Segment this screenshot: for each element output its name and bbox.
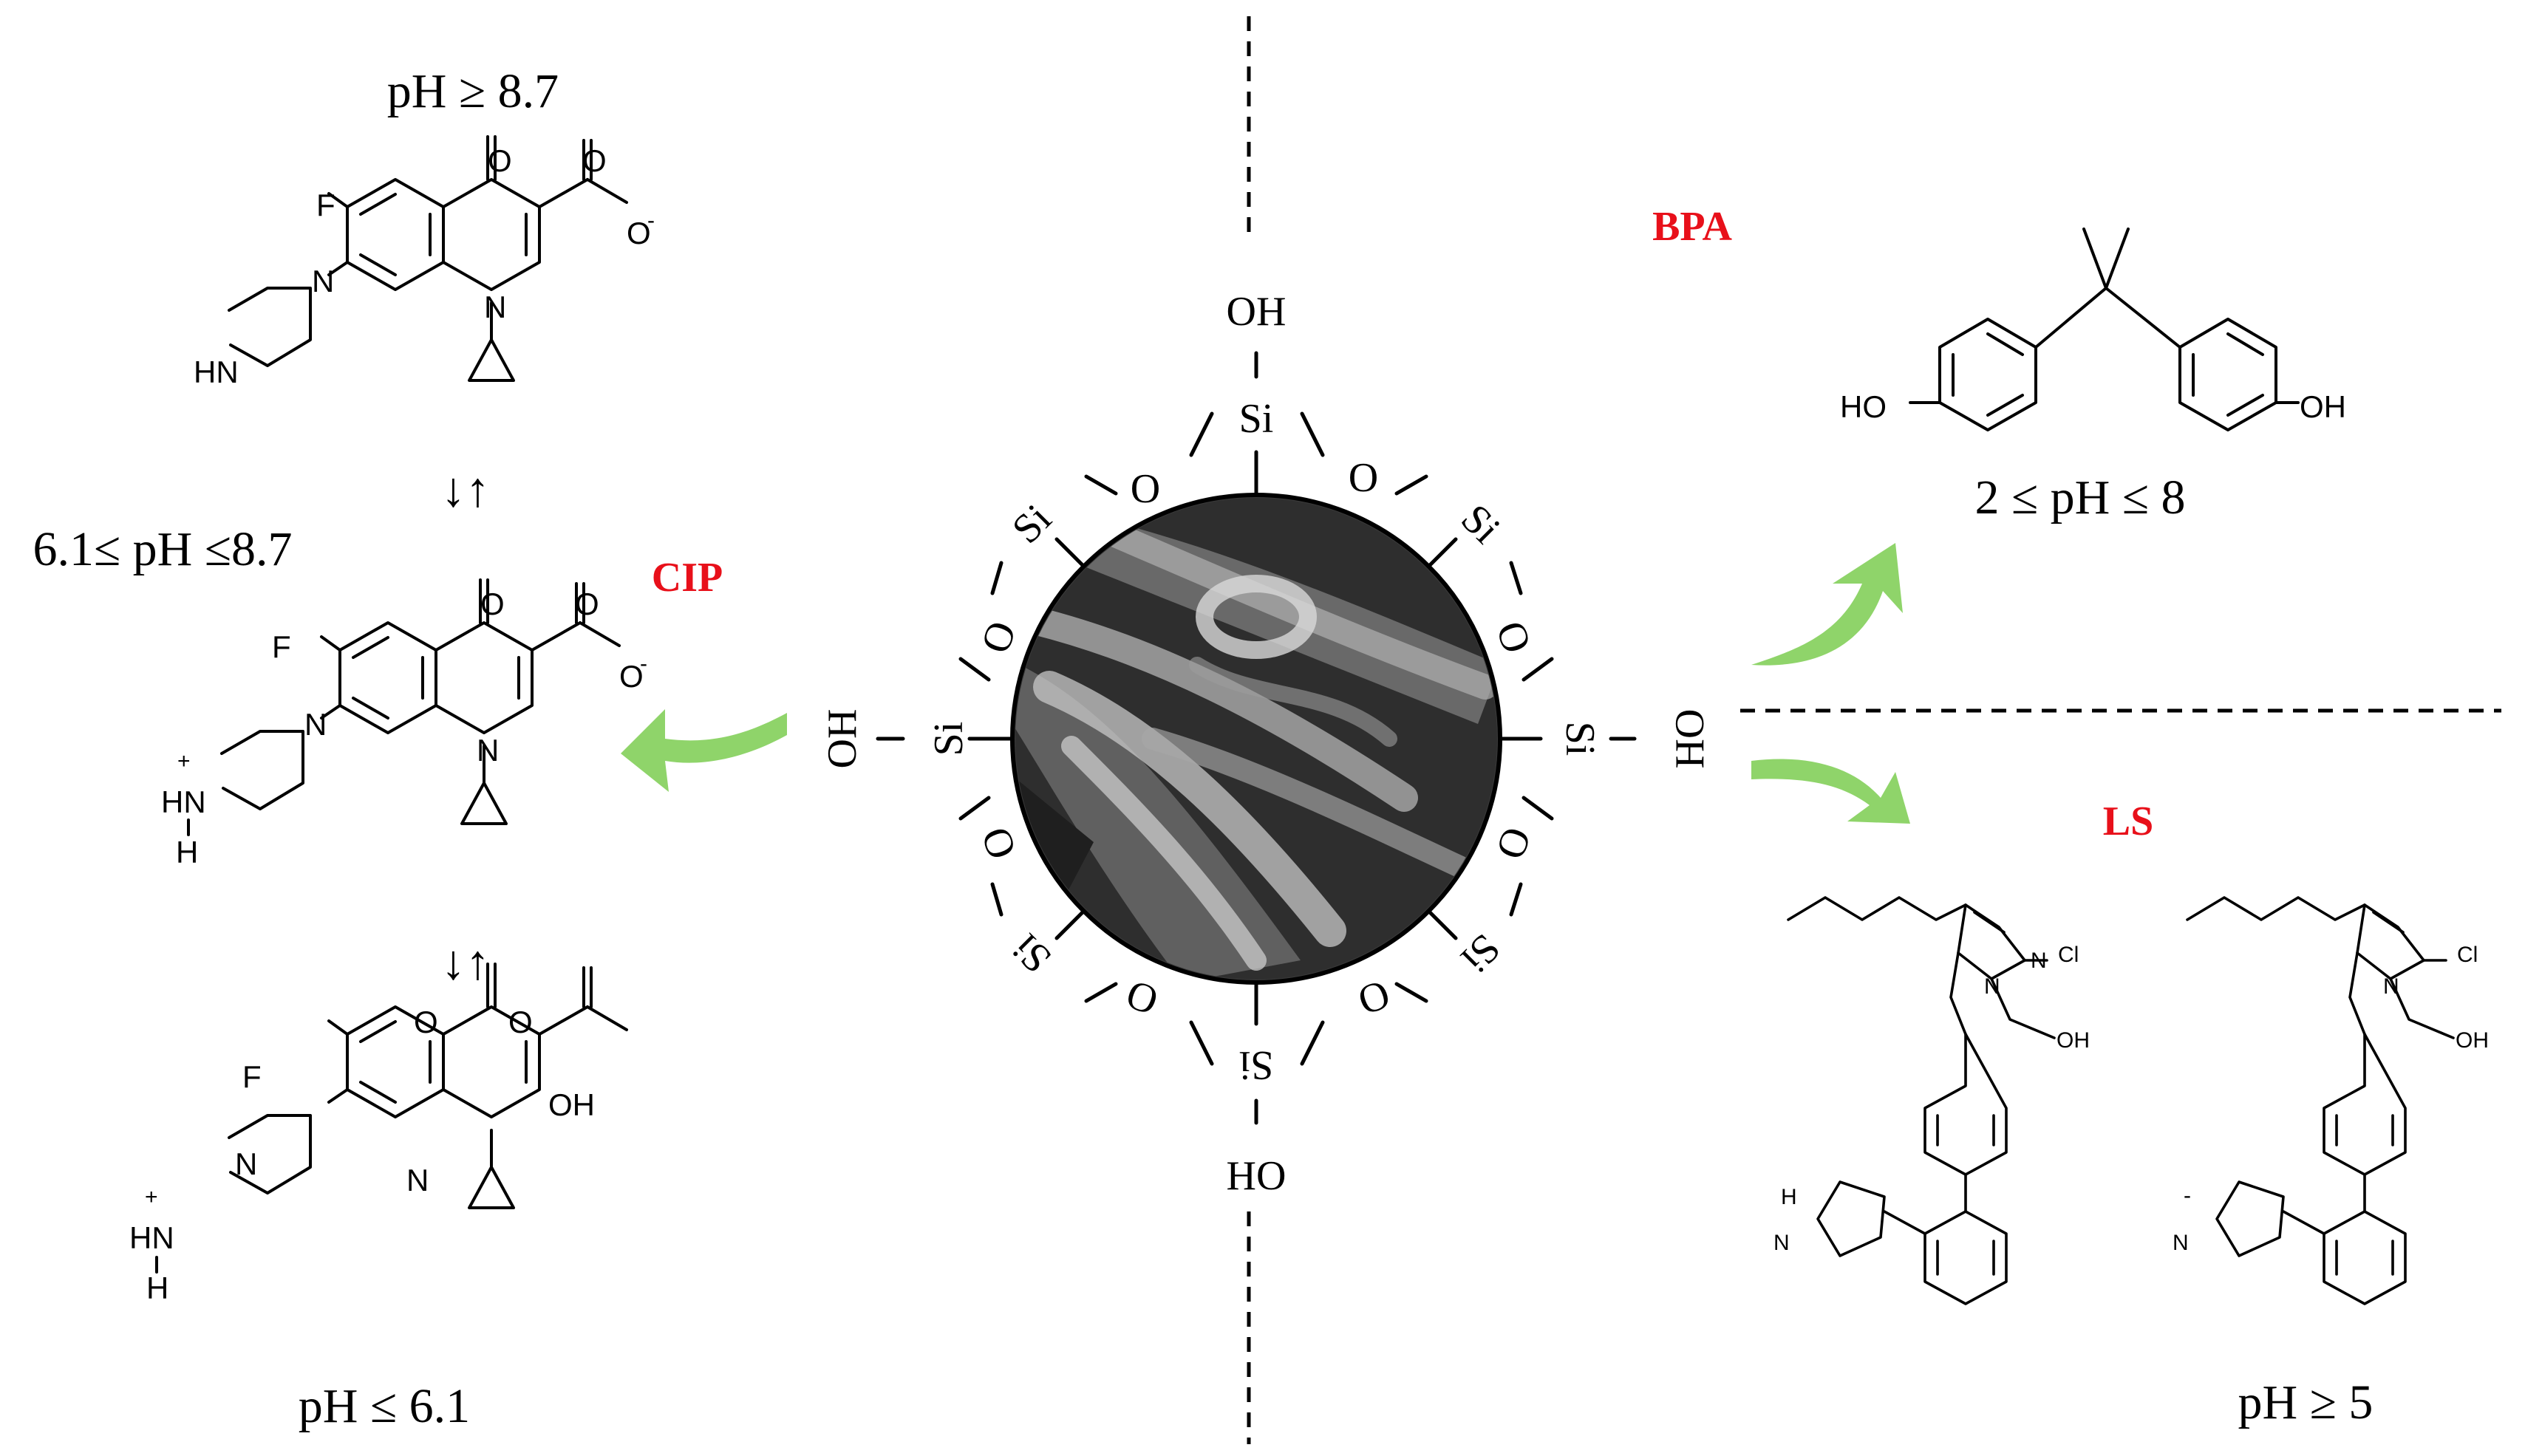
atom-hn: HN bbox=[129, 1220, 174, 1255]
cip-ph-high: pH ≥ 8.7 bbox=[387, 64, 559, 118]
atom-tz-h: H bbox=[1781, 1185, 1797, 1209]
atom-oh: OH bbox=[548, 1087, 595, 1122]
atom-o-minus: O bbox=[619, 659, 644, 694]
cip-ph-mid: 6.1≤ pH ≤8.7 bbox=[33, 522, 292, 576]
atom-o-keto: O bbox=[414, 1005, 438, 1039]
cip-ph-low: pH ≤ 6.1 bbox=[299, 1379, 470, 1433]
arrow-to-bpa bbox=[1751, 543, 1903, 666]
si-left: Si bbox=[926, 722, 972, 756]
atom-o-keto: O bbox=[488, 143, 512, 178]
o-5: O bbox=[972, 821, 1026, 865]
bpa-structure: HO OH bbox=[1840, 228, 2346, 431]
atom-n-pip: N bbox=[235, 1146, 257, 1181]
atom-oh: OH bbox=[2300, 389, 2346, 424]
atom-h: H bbox=[176, 835, 198, 869]
o-3: O bbox=[972, 615, 1026, 659]
atom-tz-n: N bbox=[2173, 1231, 2189, 1255]
ls-ph: pH ≥ 5 bbox=[2238, 1375, 2374, 1429]
equilibrium-arrows-2: ↓↑ bbox=[441, 936, 490, 990]
o-8: O bbox=[1352, 971, 1396, 1024]
bpa-panel: BPA 2 ≤ pH ≤ 8 HO OH bbox=[1652, 204, 2346, 524]
o-2: O bbox=[1349, 455, 1378, 501]
atom-f: F bbox=[316, 188, 335, 222]
atom-tz-minus: - bbox=[2184, 1183, 2191, 1208]
atom-o-carbonyl: O bbox=[575, 587, 599, 621]
charge-minus: - bbox=[640, 652, 647, 676]
si-right: Si bbox=[1557, 722, 1603, 756]
si-top: Si bbox=[1239, 396, 1274, 442]
ls-structure-anionic: Cl OH N - N bbox=[2173, 896, 2489, 1305]
bpa-label: BPA bbox=[1652, 204, 1732, 250]
atom-n1: N bbox=[406, 1163, 429, 1197]
atom-tz-n: N bbox=[1773, 1231, 1790, 1255]
atom-n: N bbox=[2383, 974, 2399, 999]
atom-ho: HO bbox=[1840, 389, 1887, 424]
o-7: O bbox=[1120, 971, 1164, 1024]
o-4: O bbox=[1487, 615, 1540, 659]
cip-structure-anionic: F O O O - N N HN bbox=[194, 135, 655, 389]
oh-top: OH bbox=[1227, 289, 1287, 335]
atom-oh: OH bbox=[2057, 1028, 2090, 1053]
silica-particle bbox=[1010, 493, 1502, 985]
equilibrium-arrows-1: ↓↑ bbox=[441, 463, 490, 517]
atom-n1: N bbox=[477, 733, 499, 768]
atom-cl: Cl bbox=[2058, 943, 2079, 967]
cip-label: CIP bbox=[652, 555, 723, 601]
atom-o-keto: O bbox=[480, 587, 505, 621]
si-top-right: Si bbox=[1452, 496, 1509, 553]
o-6: O bbox=[1487, 821, 1540, 865]
oh-left: OH bbox=[819, 709, 865, 769]
atom-hn: HN bbox=[194, 355, 239, 389]
si-bottom-left: Si bbox=[1003, 925, 1060, 982]
atom-o-carbonyl: O bbox=[582, 143, 607, 178]
bpa-ph: 2 ≤ pH ≤ 8 bbox=[1974, 471, 2185, 524]
ls-structure-neutral: N Cl OH N H N bbox=[1773, 896, 2090, 1305]
atom-n1: N bbox=[484, 290, 506, 324]
atom-f: F bbox=[272, 629, 291, 664]
cip-structure-cationic: F O O OH N N HN + H bbox=[129, 963, 628, 1305]
atom-n-pip: N bbox=[304, 707, 327, 742]
atom-o-minus: O bbox=[627, 216, 651, 250]
atom-f: F bbox=[242, 1059, 262, 1094]
atom-cl: Cl bbox=[2457, 943, 2478, 967]
o-1: O bbox=[1131, 466, 1160, 512]
charge-plus: + bbox=[177, 749, 191, 773]
atom-oh: OH bbox=[2456, 1028, 2489, 1053]
atom-cl-label: N bbox=[2031, 949, 2047, 973]
ls-label: LS bbox=[2103, 799, 2154, 844]
si-bottom-right: Si bbox=[1452, 925, 1509, 982]
ls-panel: LS pH ≥ 5 N Cl OH N H N bbox=[1773, 799, 2489, 1429]
arrow-to-ls bbox=[1751, 759, 1910, 824]
si-top-left: Si bbox=[1003, 496, 1060, 553]
atom-n: N bbox=[1984, 974, 2000, 999]
atom-hn: HN bbox=[161, 785, 206, 819]
atom-n-pip: N bbox=[312, 264, 334, 298]
atom-h: H bbox=[146, 1271, 168, 1305]
charge-minus: - bbox=[647, 208, 655, 233]
atom-o-carbonyl: O bbox=[508, 1005, 533, 1039]
si-bottom: Si bbox=[1239, 1042, 1274, 1088]
arrow-to-cip bbox=[621, 709, 787, 792]
ho-bottom: HO bbox=[1227, 1153, 1287, 1199]
ho-right: HO bbox=[1667, 709, 1713, 769]
sem-fibers bbox=[1015, 498, 1497, 980]
silica-shell-bonds bbox=[876, 351, 1637, 1125]
charge-plus: + bbox=[145, 1185, 158, 1209]
cip-structure-zwitterion: F O O O - N N HN + H bbox=[161, 578, 647, 869]
cip-column: pH ≥ 8.7 6.1≤ pH ≤8.7 pH ≤ 6.1 CIP ↓↑ ↓↑… bbox=[33, 64, 723, 1433]
